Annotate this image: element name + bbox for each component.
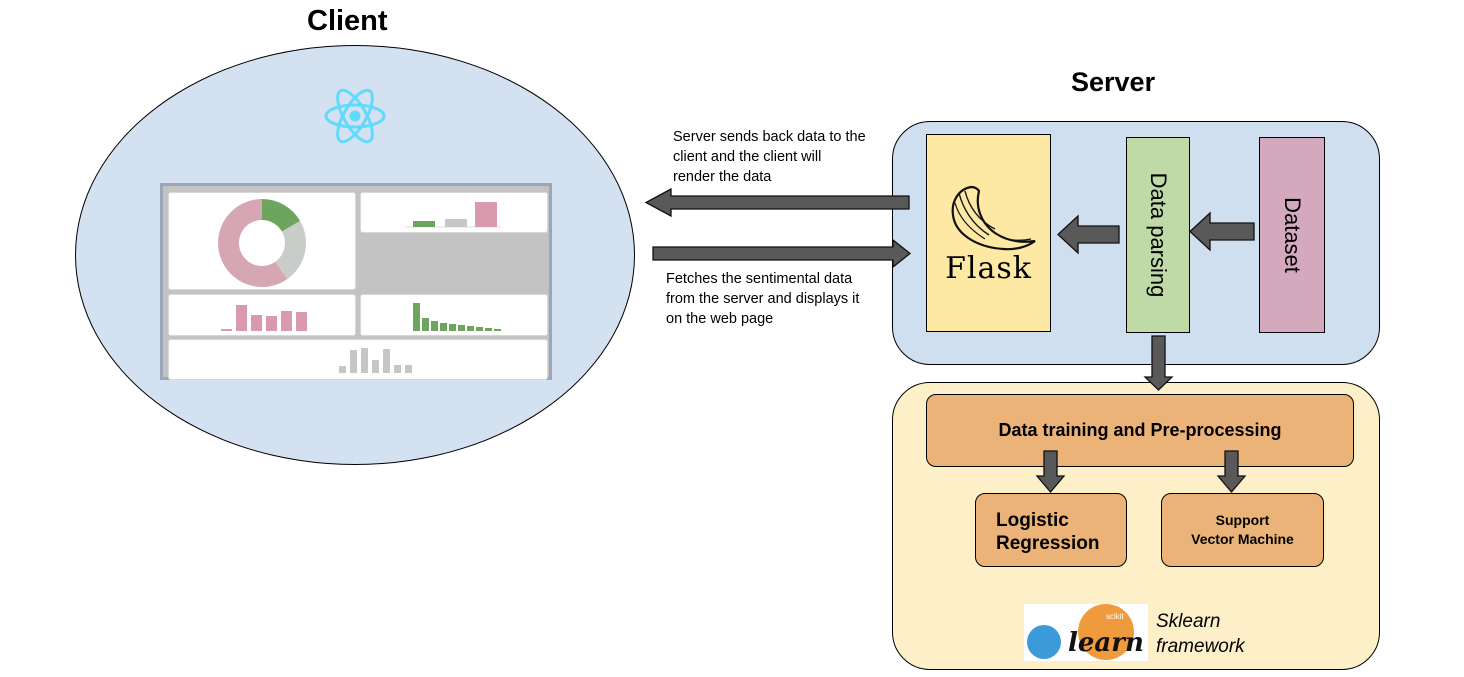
bar: [458, 325, 465, 331]
svm-label: Support Vector Machine: [1191, 512, 1294, 547]
bar: [281, 311, 292, 331]
bar: [221, 329, 232, 331]
bar: [383, 349, 390, 373]
donut-slice-pink: [218, 199, 288, 287]
bar: [445, 219, 467, 227]
bar: [422, 318, 429, 331]
training-block: Data training and Pre-processing: [926, 394, 1354, 467]
flask-horn-icon: [951, 185, 1036, 251]
bar: [440, 323, 447, 331]
dataset-block: Dataset: [1259, 137, 1325, 333]
to-server-label: Fetches the sentimental data from the se…: [666, 271, 860, 327]
bar: [361, 348, 368, 373]
bar: [475, 202, 497, 227]
bar: [476, 327, 483, 331]
logistic-label: Logistic Regression: [996, 510, 1100, 554]
bar: [251, 315, 262, 331]
dashboard-screenshot: [160, 183, 552, 380]
bar: [485, 328, 492, 331]
bar-card-gray: [168, 339, 548, 380]
data-parsing-block: Data parsing: [1126, 137, 1190, 333]
donut-slice-green: [262, 199, 301, 232]
react-logo-icon: [324, 88, 386, 144]
bar: [394, 365, 401, 373]
arrow-training-to-logistic: [1035, 450, 1066, 494]
bar: [467, 326, 474, 331]
arrow-to-client: [644, 187, 910, 218]
client-title: Client: [307, 5, 388, 37]
arrow-training-to-svm: [1216, 450, 1247, 494]
bar-card-pink: [168, 294, 356, 336]
scikit-learn-logo-icon: scikit learn: [1024, 604, 1148, 661]
bar-card-top: [360, 192, 548, 233]
bar: [372, 360, 379, 373]
bar: [405, 365, 412, 373]
donut-chart: [218, 199, 307, 287]
bar: [266, 316, 277, 331]
bar: [431, 321, 438, 331]
bar: [449, 324, 456, 331]
arrow-to-server: [652, 238, 912, 269]
arrow-dataset-to-parse: [1189, 211, 1255, 252]
framework-label: Sklearn framework: [1156, 611, 1245, 657]
arrow-parse-to-training: [1143, 335, 1174, 391]
flask-label: Flask: [945, 251, 1032, 286]
server-title: Server: [1071, 67, 1156, 97]
bar-card-green: [360, 294, 548, 336]
bar: [413, 303, 420, 331]
bar: [413, 221, 435, 227]
training-label: Data training and Pre-processing: [998, 420, 1282, 440]
arrow-parse-to-flask: [1057, 214, 1120, 255]
bar: [350, 350, 357, 373]
to-client-label: Server sends back data to the client and…: [673, 129, 866, 185]
bar: [339, 366, 346, 373]
logistic-regression-block: Logistic Regression: [975, 493, 1127, 567]
flask-block: Flask: [926, 134, 1051, 332]
donut-card: [168, 192, 356, 290]
bar: [494, 329, 501, 331]
bar: [236, 305, 247, 331]
donut-slice-gray: [275, 221, 307, 280]
bar: [296, 312, 307, 331]
svm-block: Support Vector Machine: [1161, 493, 1324, 567]
